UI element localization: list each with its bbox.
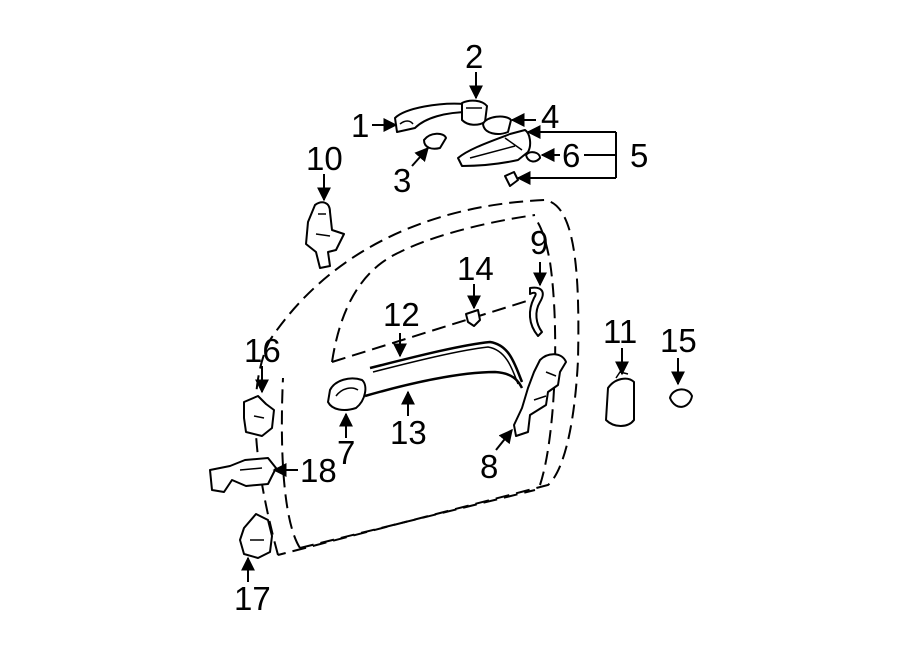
callout-5: 5: [630, 137, 648, 174]
callout-8: 8: [480, 448, 498, 485]
callout-12: 12: [383, 296, 420, 333]
rod-part: [528, 286, 544, 337]
leader-lines: [241, 72, 685, 582]
callout-11: 11: [603, 313, 637, 350]
callout-17: 17: [234, 580, 271, 617]
check-strap-part: [209, 457, 277, 493]
door-check-part: [305, 201, 345, 269]
lower-hinge-part: [239, 513, 273, 559]
callout-1: 1: [351, 107, 369, 144]
screw-part: [504, 171, 519, 187]
callout-2: 2: [465, 38, 483, 75]
handle-gasket-part: [482, 115, 512, 135]
lock-cable-upper: [369, 340, 524, 383]
callout-6: 6: [562, 137, 580, 174]
rod-clip-part: [465, 309, 481, 327]
handle-pad-part: [423, 132, 447, 150]
callout-15: 15: [660, 322, 697, 359]
callout-3: 3: [393, 162, 411, 199]
callout-16: 16: [244, 332, 281, 369]
upper-hinge-part: [243, 395, 275, 437]
lock-cap-part: [669, 388, 693, 408]
callout-7: 7: [337, 434, 355, 471]
handle-frame-part: [457, 129, 532, 167]
outside-handle-part: [394, 102, 471, 133]
door-lock-part: [513, 353, 567, 437]
callout-18: 18: [300, 452, 337, 489]
callout-4: 4: [541, 98, 559, 135]
window-frame-outline: [331, 214, 536, 363]
handle-cover-part: [461, 99, 488, 126]
callout-10: 10: [306, 140, 343, 177]
lock-cable-inner: [372, 346, 519, 385]
lock-cylinder-part: [605, 371, 635, 427]
callout-13: 13: [390, 414, 427, 451]
inside-handle-part: [327, 377, 367, 411]
callout-9: 9: [530, 224, 548, 261]
clip-part: [525, 151, 541, 163]
callout-14: 14: [457, 250, 494, 287]
lock-cable-lower: [364, 370, 524, 398]
